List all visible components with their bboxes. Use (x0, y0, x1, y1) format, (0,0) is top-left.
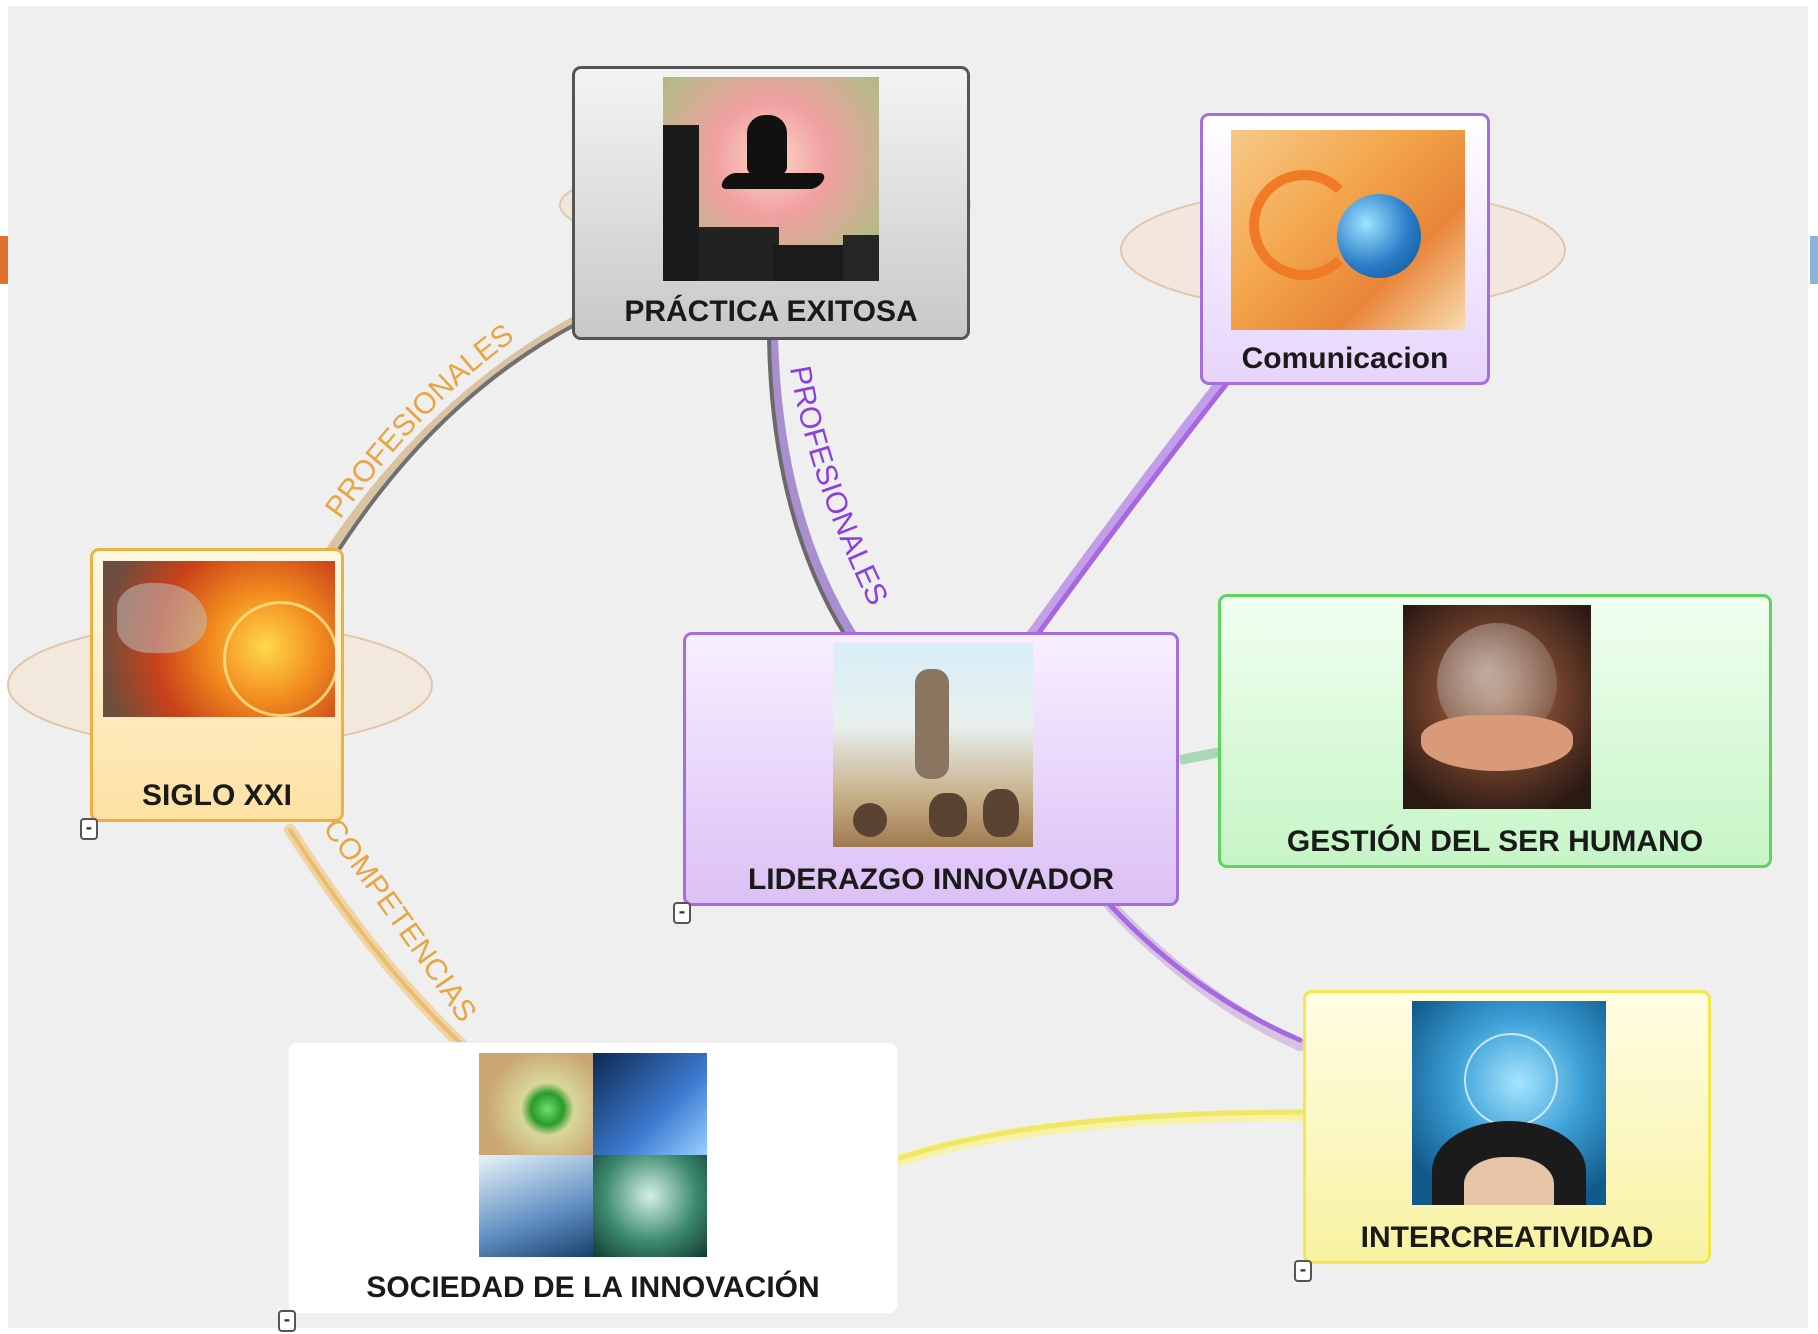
ape-figure-2 (929, 793, 967, 837)
scientist-photo (593, 1155, 707, 1257)
sociedad-label: SOCIEDAD DE LA INNOVACIÓN (366, 1271, 820, 1304)
siglo-image (103, 561, 335, 717)
right-edge-accent (1810, 236, 1818, 284)
relationship-label-siglo-sociedad: COMPETENCIAS (316, 813, 482, 1028)
sociedad-image (479, 1053, 707, 1257)
radar-ring (223, 601, 335, 717)
node-comunicacion[interactable]: Comunicacion (1200, 113, 1490, 385)
gestion-label: GESTIÓN DEL SER HUMANO (1286, 825, 1704, 858)
connector-practica-liderazgo (768, 333, 860, 645)
target-ring (1464, 1033, 1558, 1127)
collapse-toggle-sociedad[interactable]: - (278, 1310, 296, 1332)
jumping-person-silhouette (747, 115, 787, 175)
collapse-toggle-liderazgo[interactable]: - (673, 902, 691, 924)
connector-liderazgo-comunicacion (1019, 376, 1228, 651)
ape-figure-1 (853, 803, 887, 837)
left-edge-accent (0, 236, 8, 284)
liderazgo-image (833, 643, 1033, 847)
comunicacion-label: Comunicacion (1241, 342, 1449, 375)
building-silhouette-4 (843, 235, 879, 281)
connector-siglo-practica-dark (338, 320, 582, 550)
node-gestion-del-ser-humano[interactable]: GESTIÓN DEL SER HUMANO (1218, 594, 1772, 868)
world-map-outline (117, 583, 207, 653)
intercreatividad-image (1412, 1001, 1606, 1205)
evolution-figure (915, 669, 949, 779)
cupped-hands (1421, 715, 1573, 771)
jumping-legs (718, 173, 828, 189)
building-silhouette-2 (699, 227, 779, 281)
practica-image (663, 77, 879, 281)
connector-siglo-sociedad-inner (288, 828, 472, 1054)
collapse-toggle-siglo[interactable]: - (80, 818, 98, 840)
practica-label: PRÁCTICA EXITOSA (624, 295, 918, 328)
relationship-label-practica-liderazgo: PROFESIONALES (783, 363, 894, 610)
node-practica-exitosa[interactable]: PRÁCTICA EXITOSA (572, 66, 970, 340)
face (1464, 1157, 1554, 1205)
siglo-label: SIGLO XXI (141, 779, 293, 812)
gestion-image (1403, 605, 1591, 809)
intercreatividad-label: INTERCREATIVIDAD (1360, 1221, 1654, 1254)
comunicacion-image (1231, 130, 1465, 330)
node-sociedad-de-la-innovacion[interactable]: SOCIEDAD DE LA INNOVACIÓN (288, 1042, 898, 1314)
connector-liderazgo-comunicacion-inner (1027, 379, 1231, 648)
building-silhouette-3 (773, 245, 843, 281)
connector-practica-liderazgo-dark (767, 336, 850, 642)
node-intercreatividad[interactable]: INTERCREATIVIDAD (1303, 990, 1711, 1264)
connector-siglo-practica (323, 313, 585, 560)
node-siglo-xxi[interactable]: SIGLO XXI (90, 548, 344, 822)
liderazgo-label: LIDERAZGO INNOVADOR (747, 863, 1115, 896)
ape-figure-3 (983, 789, 1019, 837)
lab-photo (479, 1155, 593, 1257)
building-silhouette (663, 125, 699, 281)
connector-liderazgo-intercreatividad-inner (1107, 902, 1303, 1043)
collapse-toggle-intercreatividad[interactable]: - (1294, 1260, 1312, 1282)
relationship-label-siglo-practica: PROFESIONALES (319, 318, 520, 524)
connector-liderazgo-gestion (1179, 747, 1221, 765)
connector-intercreatividad-sociedad-inner (897, 1109, 1308, 1161)
eye-photo (479, 1053, 593, 1155)
keyboard-photo (593, 1053, 707, 1155)
orange-swirl (1249, 170, 1359, 280)
node-liderazgo-innovador[interactable]: LIDERAZGO INNOVADOR (683, 632, 1179, 906)
